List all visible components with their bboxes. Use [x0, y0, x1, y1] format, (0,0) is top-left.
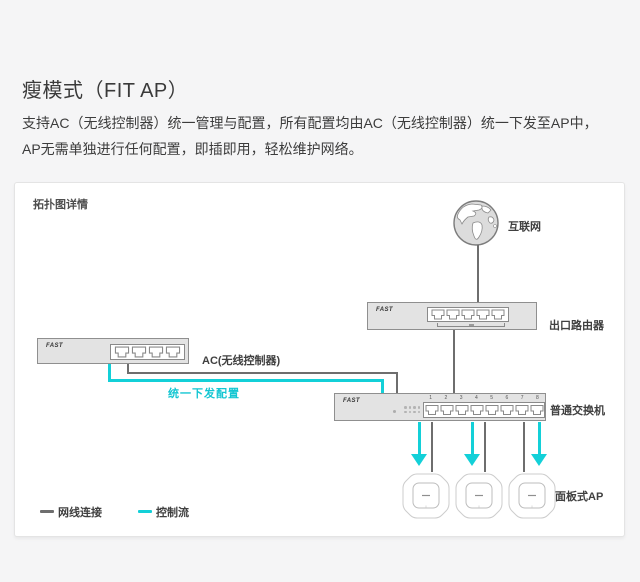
control-flow-arrowhead-3: [531, 454, 547, 466]
cable-line-ac-switch-h: [127, 372, 398, 374]
router-brand-logo: FAST: [376, 307, 393, 313]
rj45-port-icon: [485, 405, 498, 415]
cable-line-ac-switch-v2: [396, 374, 398, 393]
rj45-port-icon: [165, 346, 181, 358]
legend-cable-swatch: [40, 510, 54, 513]
panel-ap-icon: [401, 472, 451, 525]
description-line-1: 支持AC（无线控制器）统一管理与配置，所有配置均由AC（无线控制器）统一下发至A…: [22, 115, 598, 131]
control-flow-arrowhead-1: [411, 454, 427, 466]
switch-power-led: [393, 410, 396, 413]
panel-ap-icon: [454, 472, 504, 525]
topology-panel: 拓扑图详情 互联网 FAST: [14, 182, 625, 537]
ac-device: FAST: [37, 338, 189, 364]
switch-port-panel: [423, 402, 545, 418]
rj45-port-icon: [515, 405, 528, 415]
control-flow-line-ac-switch-h: [108, 379, 384, 382]
control-flow-arrowhead-2: [464, 454, 480, 466]
ac-label: AC(无线控制器): [202, 355, 281, 367]
rj45-port-icon: [500, 405, 513, 415]
rj45-port-icon: [470, 405, 483, 415]
router-port-bracket: [437, 323, 505, 327]
rj45-port-icon: [431, 309, 445, 320]
switch-label: 普通交换机: [550, 405, 605, 417]
topology-panel-title: 拓扑图详情: [33, 199, 88, 211]
router-label: 出口路由器: [549, 320, 604, 332]
description-line-2: AP无需单独进行任何配置，即插即用，轻松维护网络。: [22, 141, 363, 157]
rj45-port-icon: [455, 405, 468, 415]
rj45-port-icon: [446, 309, 460, 320]
cable-line-internet-router: [477, 245, 479, 302]
rj45-port-icon: [131, 346, 147, 358]
control-flow-arrow-shaft-2: [471, 422, 474, 455]
ap-label: 面板式AP: [555, 491, 604, 503]
rj45-port-icon: [440, 405, 453, 415]
panel-ap-icon: [507, 472, 557, 525]
switch-led-grid: [403, 405, 421, 414]
rj45-port-icon: [491, 309, 505, 320]
rj45-port-icon: [530, 405, 543, 415]
legend-control-swatch: [138, 510, 152, 513]
rj45-port-icon: [148, 346, 164, 358]
control-flow-line-ac-switch-v1: [108, 364, 111, 382]
switch-brand-logo: FAST: [343, 398, 360, 404]
cable-line-switch-ap-1: [431, 422, 433, 472]
page-description: 支持AC（无线控制器）统一管理与配置，所有配置均由AC（无线控制器）统一下发至A…: [22, 110, 622, 162]
rj45-port-icon: [425, 405, 438, 415]
internet-globe-icon: [452, 199, 500, 252]
control-flow-arrow-shaft-1: [418, 422, 421, 455]
router-device: FAST: [367, 302, 537, 330]
cable-line-router-switch: [453, 330, 455, 393]
control-flow-line-ac-switch-v2: [381, 382, 384, 393]
cable-line-switch-ap-3: [523, 422, 525, 472]
ac-port-panel: [110, 344, 185, 360]
legend-cable-label: 网线连接: [58, 507, 102, 519]
internet-label: 互联网: [508, 221, 541, 233]
router-port-panel: [427, 307, 509, 322]
rj45-port-icon: [476, 309, 490, 320]
cable-line-ac-switch-v1: [127, 364, 129, 374]
rj45-port-icon: [461, 309, 475, 320]
cable-line-switch-ap-2: [484, 422, 486, 472]
page-title: 瘦模式（FIT AP）: [22, 80, 189, 102]
legend-control-label: 控制流: [156, 507, 189, 519]
rj45-port-icon: [114, 346, 130, 358]
config-flow-label: 统一下发配置: [168, 388, 240, 400]
control-flow-arrow-shaft-3: [538, 422, 541, 455]
ac-brand-logo: FAST: [46, 343, 63, 349]
